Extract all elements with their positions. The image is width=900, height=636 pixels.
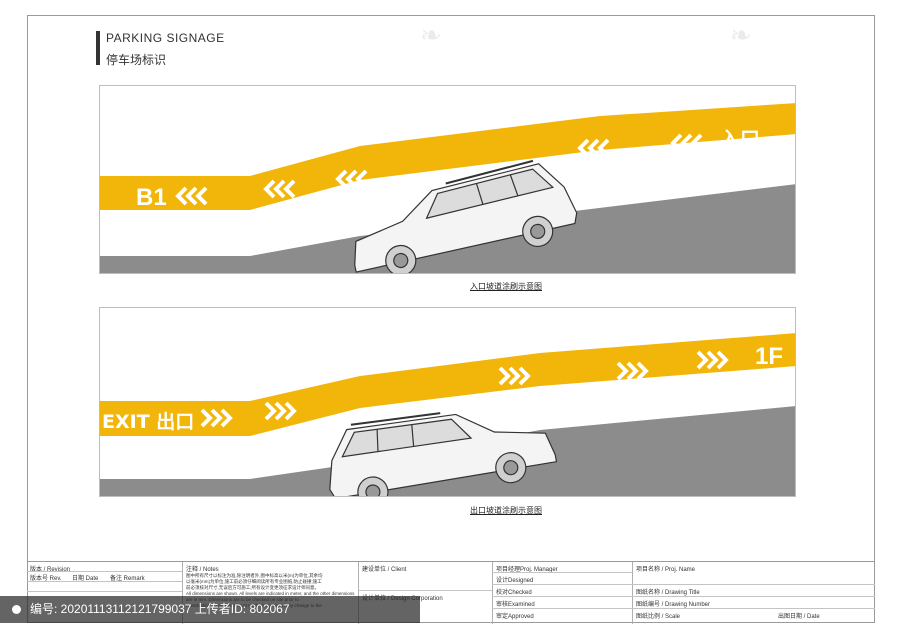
exit-left-label: EXIT 出口 — [102, 410, 194, 433]
notes-line: 图中所有尺寸以标注为准,除注明者外,图中标高以米(m)为单位,其余均 — [186, 573, 323, 578]
chevron-right-icon — [264, 401, 297, 421]
car-illustration-exit — [329, 412, 558, 496]
car-illustration-entry — [354, 159, 578, 273]
chevron-right-icon — [696, 350, 729, 370]
exit-right-label: 1F — [755, 343, 783, 370]
remark-label: 备注 Remark — [110, 576, 145, 582]
drawing-frame — [27, 15, 875, 623]
approved-label: 审定Approved — [496, 614, 534, 620]
exit-ramp-panel: EXIT 出口 1F — [99, 307, 796, 497]
proj-name-label: 项目名称 / Proj. Name — [636, 567, 696, 573]
entry-arrow-group — [175, 133, 703, 206]
chevron-left-icon — [175, 186, 208, 206]
entry-right-label: 入口 — [720, 127, 760, 151]
entry-caption: 入口坡道涂刷示意图 — [470, 282, 542, 291]
chevron-right-icon — [498, 366, 531, 386]
rev-no-label: 版本号 Rev. — [30, 576, 62, 582]
exit-caption: 出口坡道涂刷示意图 — [470, 506, 542, 515]
title-accent-bar — [96, 31, 100, 65]
proj-manager-label: 项目经理Proj. Manager — [496, 567, 558, 573]
staff-cell: 项目经理Proj. Manager 设计Designed 校对Checked 审… — [492, 562, 633, 624]
drawing-title-label: 图纸名称 / Drawing Title — [636, 590, 700, 596]
notes-line: 前必须核对尺寸,无误后方可施工;所有设计变更须征求设计师同意。 — [186, 585, 319, 590]
entry-left-label: B1 — [136, 184, 167, 211]
watermark-dot-icon — [12, 605, 21, 614]
scale-label: 图纸比例 / Scale — [636, 614, 681, 620]
revision-label: 版本 / Revision — [30, 567, 71, 573]
chevron-right-icon — [616, 361, 649, 381]
drawing-number-label: 图纸编号 / Drawing Number — [636, 602, 711, 608]
notes-line: All dimensions are shown. All levels are… — [186, 591, 355, 596]
watermark-logo-icon: ❧ — [730, 20, 752, 50]
watermark-text: 编号: 20201113112121799037 上传者ID: 802067 — [30, 602, 290, 616]
page-title-en: PARKING SIGNAGE — [106, 31, 225, 45]
checked-label: 校对Checked — [496, 590, 532, 596]
chevron-right-icon — [200, 408, 233, 428]
chevron-left-icon — [577, 138, 610, 158]
upload-watermark: 编号: 20201113112121799037 上传者ID: 802067 — [0, 596, 420, 623]
page-title-cn: 停车场标识 — [106, 53, 167, 67]
revision-cell: 版本 / Revision 版本号 Rev. 日期 Date 备注 Remark — [27, 562, 183, 624]
watermark-logo-icon: ❧ — [420, 20, 442, 50]
examined-label: 审核Examined — [496, 602, 535, 608]
notes-label: 注释 / Notes — [186, 567, 219, 573]
designed-label: 设计Designed — [496, 578, 534, 584]
chevron-left-icon — [670, 133, 703, 153]
date-label: 日期 Date — [72, 576, 99, 582]
project-info-cell: 项目名称 / Proj. Name 图纸名称 / Drawing Title 图… — [632, 562, 875, 624]
exit-arrow-group — [200, 350, 729, 428]
client-label: 建设单位 / Client — [362, 567, 407, 573]
entry-ramp-panel: B1 入口 — [99, 85, 796, 274]
issue-date-label: 出图日期 / Date — [778, 614, 820, 620]
chevron-left-icon — [335, 169, 368, 189]
notes-line: 以毫米(mm)为单位;施工前必须仔细阅读所有专业图纸,防止碰撞;施工 — [186, 579, 322, 584]
chevron-left-icon — [263, 179, 296, 199]
